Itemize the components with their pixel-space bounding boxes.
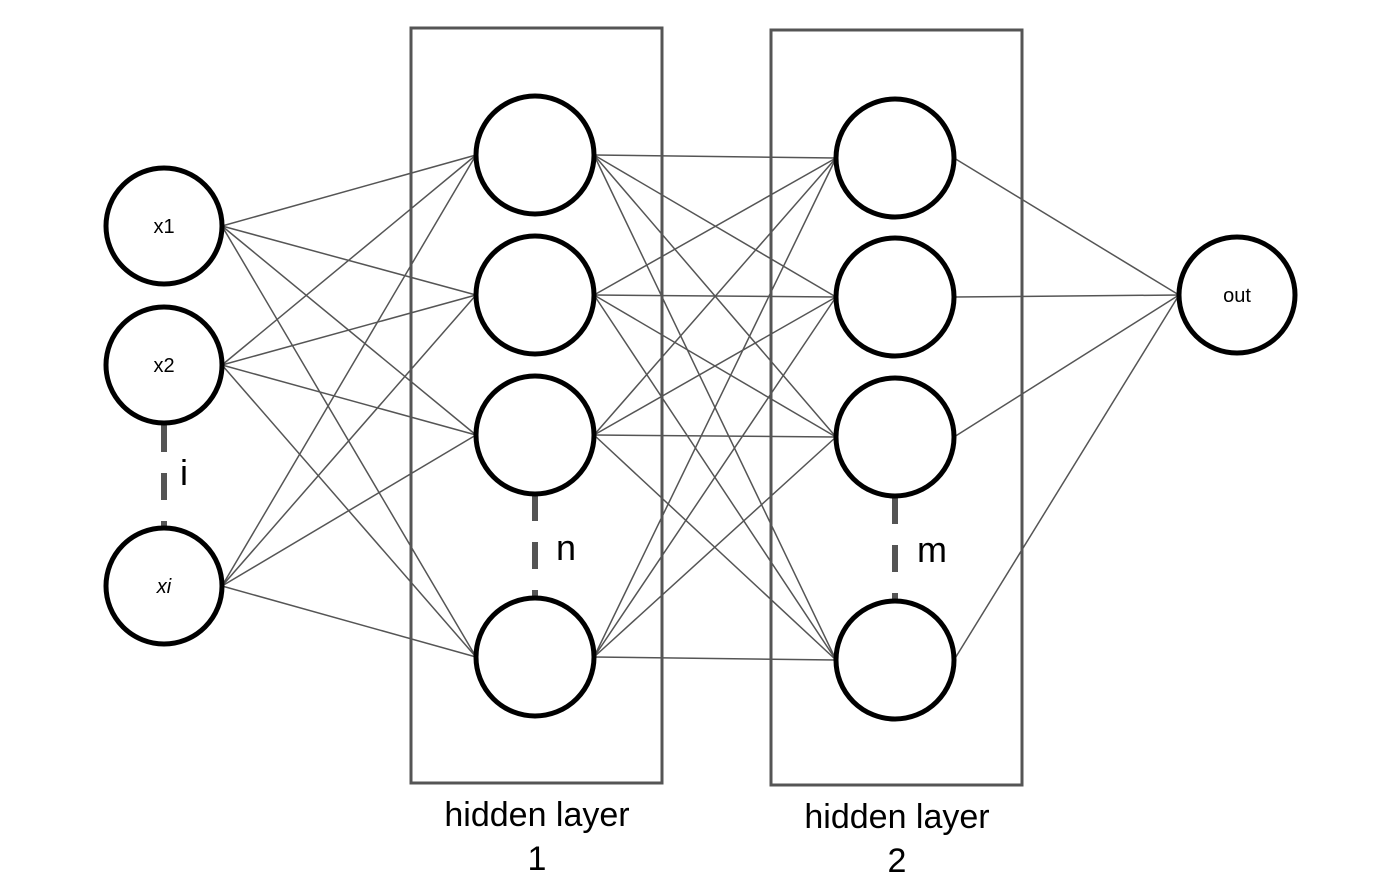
edge-hidden13-hidden23 [593,434,837,438]
edge-input2-hidden13 [221,364,477,436]
output-node-label: out [1223,285,1251,307]
edge-input2-hidden11 [221,154,477,366]
edge-hidden24-output1 [953,294,1180,661]
input-count-symbol: i [180,452,188,493]
hidden-layer-1-box [409,26,664,785]
input-node-label-x2: x2 [153,355,174,377]
edge-hidden14-hidden24 [593,656,837,661]
hidden-layer-2-label: hidden layer [804,798,989,836]
hidden-layer-2-box [769,28,1024,787]
edge-hidden11-hidden21 [593,154,837,159]
nodes [103,93,1298,722]
hidden2-node-3 [833,375,957,499]
edge-input3-hidden13 [221,434,477,587]
edge-hidden14-hidden22 [593,296,837,658]
hidden-layer-2-number: 2 [888,842,907,880]
edge-hidden13-hidden22 [593,296,837,436]
hidden1-node-1 [473,93,597,217]
connections [221,154,1180,661]
edge-input3-hidden14 [221,585,477,658]
hidden1-node-4 [473,595,597,719]
edge-input1-hidden11 [221,154,477,227]
edge-hidden22-output1 [953,294,1180,298]
edge-hidden14-hidden23 [593,436,837,658]
output-node-1 [1176,234,1298,356]
edge-hidden23-output1 [953,294,1180,438]
hidden2-count-symbol: m [917,529,947,570]
edge-hidden13-hidden21 [593,157,837,436]
hidden1-node-2 [473,233,597,357]
edge-input3-hidden12 [221,294,477,587]
input-node-1 [103,165,225,287]
input-node-label-x1: x1 [153,216,174,238]
hidden2-node-2 [833,235,957,359]
edge-hidden21-output1 [953,157,1180,296]
edge-input2-hidden12 [221,294,477,366]
hidden2-node-1 [833,96,957,220]
edge-input3-hidden11 [221,154,477,587]
edge-hidden14-hidden21 [593,157,837,658]
hidden-layer-1-number: 1 [528,840,547,878]
input-node-3 [103,525,225,647]
input-node-label-xi: xi [156,576,172,598]
input-node-2 [103,304,225,426]
hidden1-count-symbol: n [556,527,576,568]
hidden2-node-4 [833,598,957,722]
edge-hidden12-hidden21 [593,157,837,296]
hidden1-node-3 [473,373,597,497]
hidden-layer-1-label: hidden layer [444,796,629,834]
